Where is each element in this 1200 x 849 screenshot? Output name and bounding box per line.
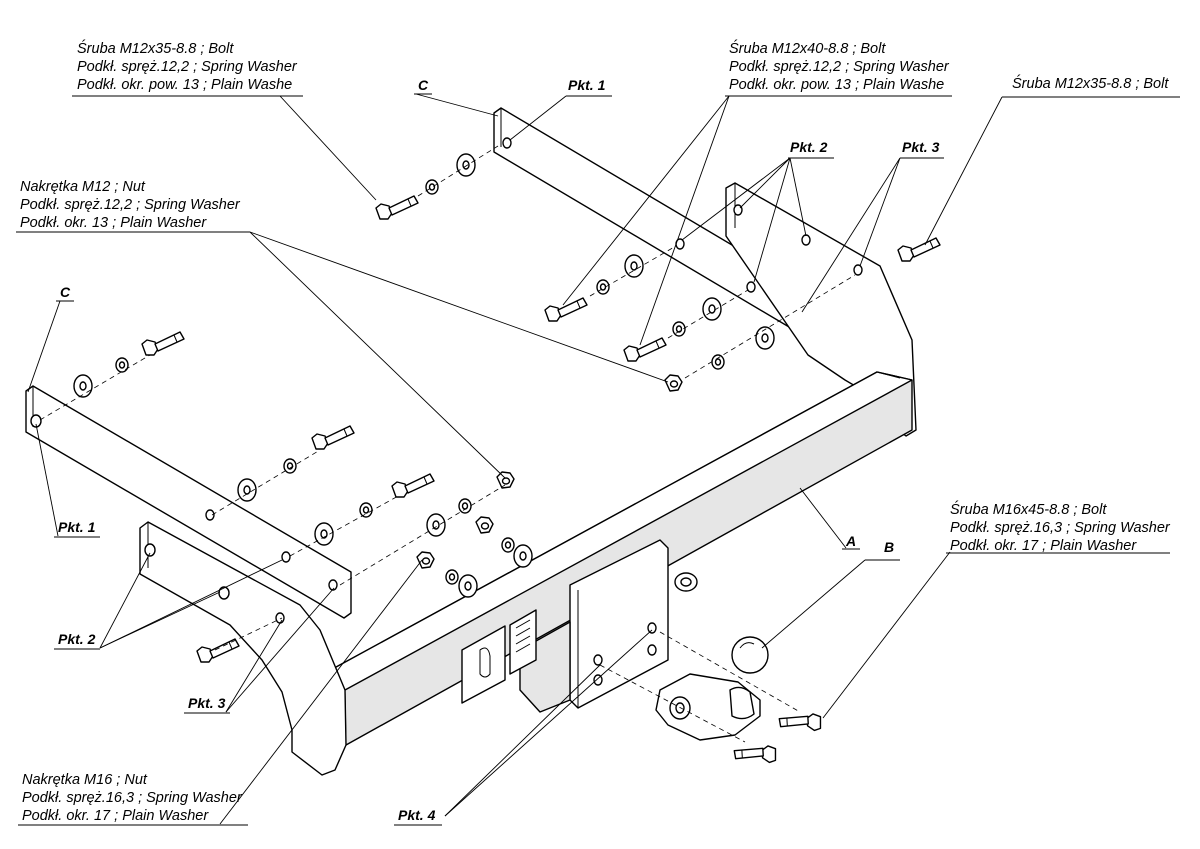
callout-line: Podkł. spręż.12,2 ; Spring Washer: [77, 59, 298, 75]
pkt3-top-label: Pkt. 3: [902, 139, 940, 155]
part-letters: C C A B: [56, 77, 900, 561]
left-assembly: [25, 331, 533, 776]
leader-lines: [27, 93, 1003, 825]
pkt1-left-label: Pkt. 1: [58, 519, 96, 535]
pkt3-left-label: Pkt. 3: [188, 695, 226, 711]
callout-line: Podkł. okr. 13 ; Plain Washer: [20, 215, 207, 231]
callout-nut-m16: Nakrętka M16 ; Nut Podkł. spręż.16,3 ; S…: [18, 772, 248, 826]
callout-line: Podkł. spręż.16,3 ; Spring Washer: [950, 520, 1171, 536]
callout-bolt-top-right: Śruba M12x35-8.8 ; Bolt: [1002, 74, 1180, 98]
point-labels: Pkt. 1 Pkt. 2 Pkt. 3 Pkt. 1 Pkt. 2 Pkt. …: [54, 77, 944, 826]
letter-a: A: [845, 533, 856, 549]
hitch-assembly: [461, 539, 825, 773]
callout-nut-m12: Nakrętka M12 ; Nut Podkł. spręż.12,2 ; S…: [16, 179, 250, 233]
callout-bolt-top-left: Śruba M12x35-8.8 ; Bolt Podkł. spręż.12,…: [72, 39, 303, 97]
callout-bolt-m16: Śruba M16x45-8.8 ; Bolt Podkł. spręż.16,…: [946, 500, 1171, 554]
callout-line: Podkł. okr. pow. 13 ; Plain Washe: [77, 77, 292, 93]
callout-line: Podkł. okr. pow. 13 ; Plain Washe: [729, 77, 944, 93]
letter-b: B: [884, 539, 894, 555]
callout-line: Nakrętka M16 ; Nut: [22, 772, 148, 788]
pkt2-top-label: Pkt. 2: [790, 139, 828, 155]
callout-line: Śruba M12x40-8.8 ; Bolt: [729, 39, 886, 57]
pkt4-label: Pkt. 4: [398, 807, 436, 823]
callout-line: Śruba M12x35-8.8 ; Bolt: [77, 39, 234, 57]
pkt2-left-label: Pkt. 2: [58, 631, 96, 647]
callout-line: Podkł. okr. 17 ; Plain Washer: [22, 808, 209, 824]
callout-line: Śruba M12x35-8.8 ; Bolt: [1012, 74, 1169, 92]
callout-bolt-top-center: Śruba M12x40-8.8 ; Bolt Podkł. spręż.12,…: [725, 39, 952, 97]
letter-c-top: C: [418, 77, 429, 93]
callout-line: Podkł. spręż.12,2 ; Spring Washer: [20, 197, 241, 213]
callout-line: Śruba M16x45-8.8 ; Bolt: [950, 500, 1107, 518]
main-cross-beam: [326, 371, 913, 746]
side-bracket-left: [139, 521, 347, 776]
type-label-plate: [509, 609, 537, 675]
callout-line: Nakrętka M12 ; Nut: [20, 179, 146, 195]
callout-line: Podkł. spręż.16,3 ; Spring Washer: [22, 790, 243, 806]
letter-c-left: C: [60, 284, 71, 300]
tow-ball: [731, 636, 769, 674]
callout-line: Podkł. spręż.12,2 ; Spring Washer: [729, 59, 950, 75]
pkt1-top-label: Pkt. 1: [568, 77, 606, 93]
callout-line: Podkł. okr. 17 ; Plain Washer: [950, 538, 1137, 554]
